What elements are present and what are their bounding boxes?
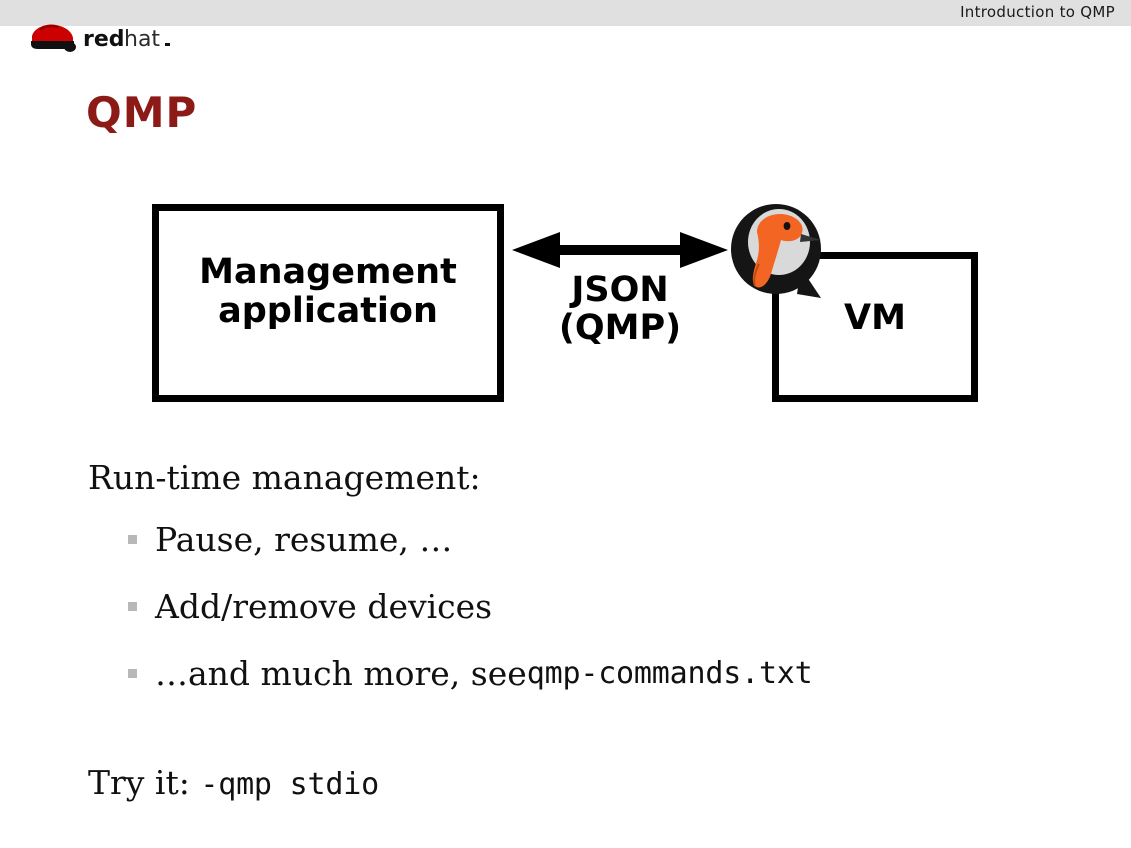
redhat-shadowman-icon	[31, 24, 76, 52]
qemu-logo	[729, 202, 829, 302]
try-it-label: Try it:	[88, 763, 201, 802]
try-it-line: Try it: -qmp stdio	[88, 763, 379, 802]
vm-label: VM	[844, 298, 906, 338]
double-headed-arrow-icon	[512, 232, 728, 268]
list-item-code: qmp-commands.txt	[526, 656, 813, 691]
list-item: …and much more, see qmp-commands.txt	[128, 654, 813, 693]
bullet-square-icon	[128, 602, 137, 611]
list-item-label: Add/remove devices	[155, 587, 493, 626]
page-title: QMP	[86, 88, 198, 137]
redhat-wordmark-red: red	[83, 27, 125, 52]
header-title: Introduction to QMP	[960, 3, 1115, 21]
redhat-wordmark-hat: hat	[124, 27, 160, 52]
bullet-square-icon	[128, 669, 137, 678]
try-it-code: -qmp stdio	[200, 767, 379, 802]
intro-line: Run-time management:	[88, 458, 481, 497]
redhat-period	[165, 43, 170, 46]
list-item: Pause, resume, …	[128, 520, 452, 559]
architecture-diagram: Management application JSON (QMP) VM	[0, 190, 1131, 420]
list-item-label: …and much more, see	[155, 654, 527, 693]
management-application-box: Management application	[152, 204, 504, 402]
arrow-protocol-label: JSON (QMP)	[558, 270, 682, 348]
redhat-logo: red hat	[26, 20, 196, 54]
management-application-label: Management application	[199, 252, 457, 332]
list-item-label: Pause, resume, …	[155, 520, 453, 559]
header-bar	[0, 0, 1131, 26]
list-item: Add/remove devices	[128, 587, 492, 626]
bullet-square-icon	[128, 535, 137, 544]
